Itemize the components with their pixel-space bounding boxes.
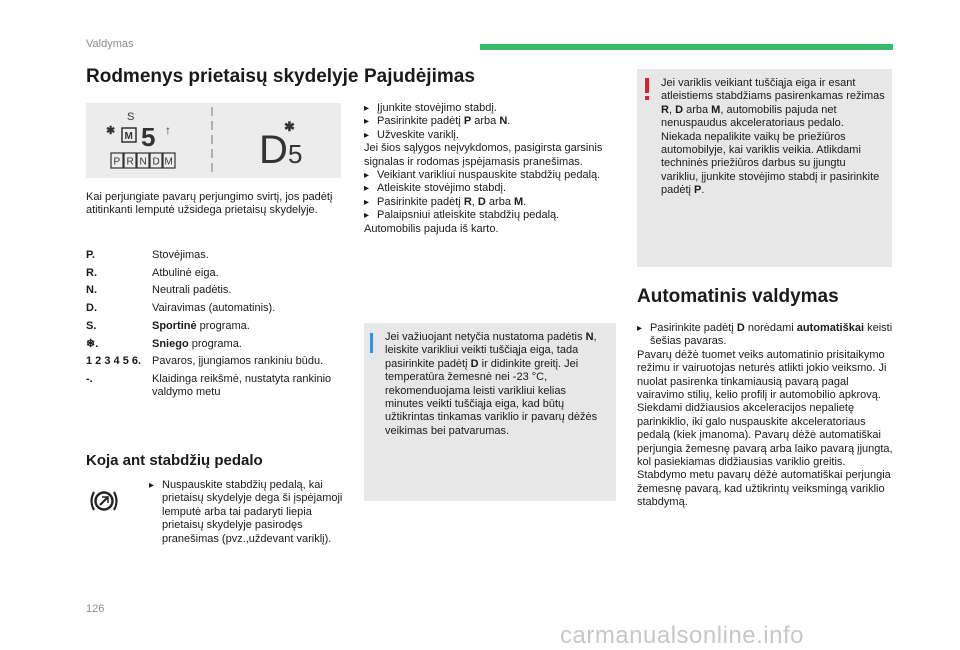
result-text: Automobilis pajuda iš karto.: [364, 222, 499, 235]
brake-step: Nuspauskite stabdžių pedalą, kai prietai…: [149, 479, 344, 546]
page-number: 126: [86, 603, 105, 615]
moving-off-title: Pajudėjimas: [364, 66, 475, 87]
step-release-brake: Palaipsniui atleiskite stabdžių pedalą.: [364, 209, 612, 223]
brake-pedal-warning-icon: [86, 483, 122, 519]
drive-gear-letter: D: [259, 128, 288, 172]
condition-note: Jei šios sąlygos neįvykdomos, pasigirsta…: [364, 142, 603, 168]
auto-mode-description: Pavarų dėžė tuomet veiks automatinio pri…: [637, 348, 893, 509]
watermark: carmanualsonline.info: [560, 622, 804, 649]
gear-strip: P R N D M: [110, 152, 176, 169]
legend-row-snow: ❄.Sniego programa.: [86, 337, 242, 350]
warning-icon: [645, 78, 649, 93]
auto-mode-title: Automatinis valdymas: [637, 286, 839, 307]
svg-text:R: R: [127, 157, 134, 168]
info-note-panel: Jei važiuojant netyčia nustatoma padėtis…: [364, 323, 616, 501]
auto-step: Pasirinkite padėtį D norėdami automatišk…: [637, 322, 895, 349]
shift-up-arrow-icon: ↑: [165, 123, 171, 137]
step-select-r-d-m: Pasirinkite padėtį R, D arba M.: [364, 196, 612, 210]
warning-note-text: Jei variklis veikiant tuščiąja eiga ir e…: [661, 77, 885, 197]
brake-section-title: Koja ant stabdžių pedalo: [86, 452, 263, 469]
step-start-engine: Užveskite variklį.: [364, 129, 612, 143]
manual-mode-box: [121, 127, 137, 143]
manual-mode-letter: M: [125, 131, 133, 142]
legend-row-r: R.Atbulinė eiga.: [86, 266, 219, 279]
section-label: Valdymas: [86, 38, 134, 50]
step-select-p-n: Pasirinkite padėtį P arba N.: [364, 115, 612, 129]
auto-mode-body: Pasirinkite padėtį D norėdami automatišk…: [637, 322, 895, 510]
instrument-panel-intro: Kai perjungiate pavarų perjungimo svirtį…: [86, 191, 333, 217]
legend-row-s: S.Sportinė programa.: [86, 319, 250, 332]
legend-row-n: N.Neutrali padėtis.: [86, 284, 232, 297]
instrument-panel-title: Rodmenys prietaisų skydelyje: [86, 66, 359, 87]
svg-text:N: N: [140, 157, 147, 168]
drive-gear-number: 5: [288, 139, 302, 169]
info-note-text: Jei važiuojant netyčia nustatoma padėtis…: [385, 331, 598, 437]
warning-icon-dot: [645, 96, 649, 100]
gear-display-illustration: S ✱ M 5 ↑ P R N D M D 5 ✱: [86, 103, 341, 178]
legend-row-d: D.Vairavimas (automatinis).: [86, 302, 276, 315]
legend-row-error: -.Klaidinga reikšmė, nustatyta rankinio …: [86, 372, 332, 399]
brake-step-list: Nuspauskite stabdžių pedalą, kai prietai…: [149, 479, 344, 546]
svg-text:M: M: [165, 157, 173, 168]
step-parking-brake: Įjunkite stovėjimo stabdį.: [364, 102, 612, 116]
info-icon: [370, 333, 373, 353]
gear-legend: P.Stovėjimas. R.Atbulinė eiga. N.Neutral…: [86, 249, 346, 404]
sport-indicator: S: [127, 111, 134, 123]
gear-digit: 5: [141, 122, 155, 152]
svg-text:D: D: [153, 157, 160, 168]
snow-icon: ✱: [106, 125, 115, 137]
step-release-parking-brake: Atleiskite stovėjimo stabdį.: [364, 182, 612, 196]
snow-mode-icon: ✱: [284, 119, 295, 134]
step-press-brake: Veikiant varikliui nuspauskite stabdžių …: [364, 169, 612, 183]
legend-row-gears: 1 2 3 4 5 6.Pavaros, įjungiamos rankiniu…: [86, 355, 324, 368]
warning-note-panel: Jei variklis veikiant tuščiąja eiga ir e…: [637, 69, 892, 267]
section-accent-bar: [480, 44, 893, 50]
legend-row-p: P.Stovėjimas.: [86, 249, 209, 261]
moving-off-instructions: Įjunkite stovėjimo stabdį. Pasirinkite p…: [364, 102, 612, 236]
svg-text:P: P: [114, 157, 121, 168]
gear-display-graphic: S ✱ M 5 ↑ P R N D M D 5 ✱: [106, 107, 302, 174]
